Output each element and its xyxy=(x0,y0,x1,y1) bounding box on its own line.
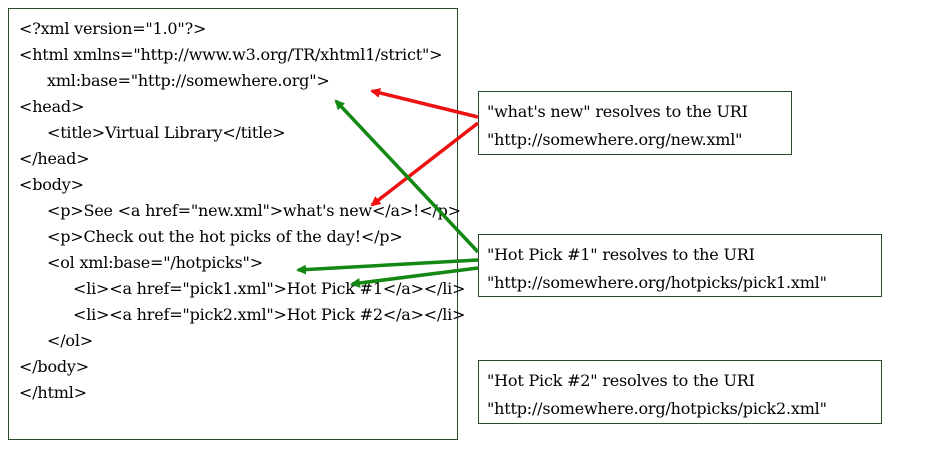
code-line-xml-base: xml:base="http://somewhere.org"> xyxy=(47,71,330,90)
hot-pick-2-callout-line-1: "Hot Pick #2" resolves to the URI xyxy=(487,371,755,390)
code-line-hot-pick-1: <li><a href="pick1.xml">Hot Pick #1</a><… xyxy=(73,279,466,298)
hot-pick-1-callout: "Hot Pick #1" resolves to the URI "http:… xyxy=(478,234,882,297)
code-line-head-open: <head> xyxy=(19,97,85,116)
code-line-html-close: </html> xyxy=(19,383,87,402)
hot-pick-1-callout-line-2: "http://somewhere.org/hotpicks/pick1.xml… xyxy=(487,273,827,292)
hot-pick-1-callout-line-1: "Hot Pick #1" resolves to the URI xyxy=(487,245,755,264)
whats-new-callout-line-1: "what's new" resolves to the URI xyxy=(487,102,748,121)
code-line-title: <title>Virtual Library</title> xyxy=(47,123,286,142)
code-line-head-close: </head> xyxy=(19,149,90,168)
code-line-ol-close: </ol> xyxy=(47,331,93,350)
code-line-hot-pick-2: <li><a href="pick2.xml">Hot Pick #2</a><… xyxy=(73,305,466,324)
whats-new-callout: "what's new" resolves to the URI "http:/… xyxy=(478,91,792,155)
hot-pick-2-callout: "Hot Pick #2" resolves to the URI "http:… xyxy=(478,360,882,424)
code-line-body-open: <body> xyxy=(19,175,84,194)
code-line-hot-picks-paragraph: <p>Check out the hot picks of the day!</… xyxy=(47,227,403,246)
code-listing-box: <?xml version="1.0"?> <html xmlns="http:… xyxy=(8,8,465,440)
code-line-html-open: <html xmlns="http://www.w3.org/TR/xhtml1… xyxy=(19,45,443,64)
whats-new-callout-line-2: "http://somewhere.org/new.xml" xyxy=(487,130,743,149)
code-line-whats-new-paragraph: <p>See <a href="new.xml">what's new</a>!… xyxy=(47,201,461,220)
code-line-xml-declaration: <?xml version="1.0"?> xyxy=(19,19,207,38)
hot-pick-2-callout-line-2: "http://somewhere.org/hotpicks/pick2.xml… xyxy=(487,399,827,418)
code-line-body-close: </body> xyxy=(19,357,89,376)
code-line-ol-open: <ol xml:base="/hotpicks"> xyxy=(47,253,263,272)
